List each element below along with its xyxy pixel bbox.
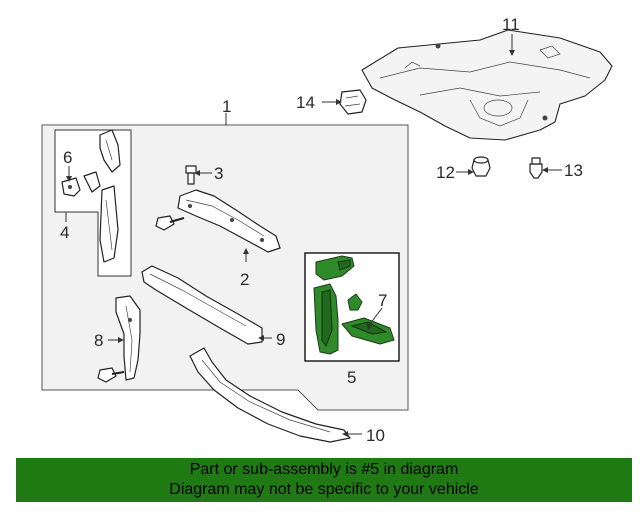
- clip-14: [322, 89, 367, 115]
- side-bracket-8: [108, 295, 141, 381]
- banner-line-1: Part or sub-assembly is #5 in diagram: [189, 461, 459, 478]
- parts-diagram: 1 2 3 4 5 6 7 8 9 10 11 12 13 14: [41, 15, 613, 445]
- callout-2: 2: [240, 270, 249, 289]
- under-cover-11: [361, 29, 613, 141]
- callout-13: 13: [564, 161, 583, 180]
- sub-assembly-banner: Part or sub-assembly is #5 in diagram Di…: [16, 458, 632, 502]
- callout-1: 1: [222, 97, 231, 116]
- lower-panel-10: [189, 347, 362, 443]
- highlighted-part-5: [313, 255, 395, 355]
- push-pin-12: [456, 156, 491, 177]
- callout-10: 10: [366, 426, 385, 445]
- bracket-6: [61, 166, 81, 197]
- callout-14: 14: [296, 93, 315, 112]
- upper-rail-2: [177, 189, 281, 262]
- bolt-3: [185, 165, 212, 185]
- callout-3: 3: [214, 164, 223, 183]
- callout-11: 11: [502, 15, 520, 34]
- callout-7: 7: [378, 291, 387, 310]
- callout-9: 9: [276, 330, 285, 349]
- callout-5: 5: [347, 368, 356, 387]
- bolt-rail: [155, 215, 185, 231]
- banner-line-2: Diagram may not be specific to your vehi…: [169, 481, 479, 498]
- cross-member-9: [141, 265, 272, 345]
- bracket-upper: [83, 129, 121, 263]
- leader-7: [366, 307, 383, 330]
- callout-4: 4: [60, 223, 69, 242]
- bolt-8: [97, 367, 125, 383]
- callout-8: 8: [94, 331, 103, 350]
- callout-6: 6: [63, 148, 72, 167]
- callout-12: 12: [436, 163, 455, 182]
- bolt-13: [529, 157, 562, 179]
